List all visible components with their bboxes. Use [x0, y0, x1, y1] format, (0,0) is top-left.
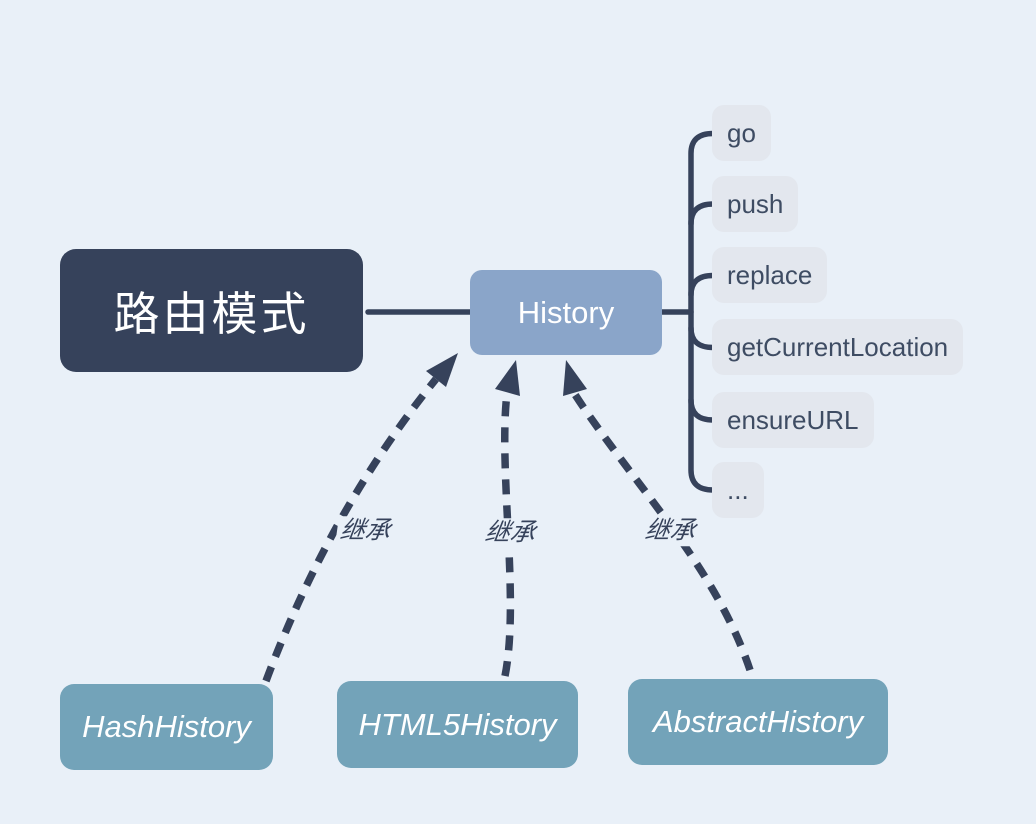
arrowhead-abstracthistory-icon	[563, 360, 587, 396]
history-node[interactable]: History	[470, 270, 662, 355]
method-node-ellipsis[interactable]: ...	[712, 462, 764, 518]
subclass-node-html5history[interactable]: HTML5History	[337, 681, 578, 768]
edge-label-inherit-hashhistory: 继承	[334, 516, 396, 546]
edge-label-inherit-html5history: 继承	[479, 518, 541, 548]
root-node-routing-mode[interactable]: 路由模式	[60, 249, 363, 372]
edge-branch-push	[688, 201, 716, 227]
edge-branch-getcurrentlocation	[688, 325, 716, 351]
method-node-getcurrentlocation[interactable]: getCurrentLocation	[712, 319, 964, 375]
edge-branch-replace	[688, 272, 716, 298]
arrowhead-hashhistory-icon	[426, 353, 458, 387]
method-node-push[interactable]: push	[712, 176, 799, 232]
method-node-replace[interactable]: replace	[712, 247, 828, 303]
edge-methods-trunk	[688, 130, 716, 493]
subclass-node-abstracthistory[interactable]: AbstractHistory	[628, 679, 888, 765]
arrowhead-html5history-icon	[495, 360, 520, 396]
edge-label-inherit-abstracthistory: 继承	[639, 516, 701, 546]
subclass-node-hashhistory[interactable]: HashHistory	[60, 684, 273, 770]
method-node-ensureurl[interactable]: ensureURL	[712, 392, 874, 448]
edge-branch-ensureurl	[688, 397, 716, 423]
method-node-go[interactable]: go	[712, 105, 771, 161]
